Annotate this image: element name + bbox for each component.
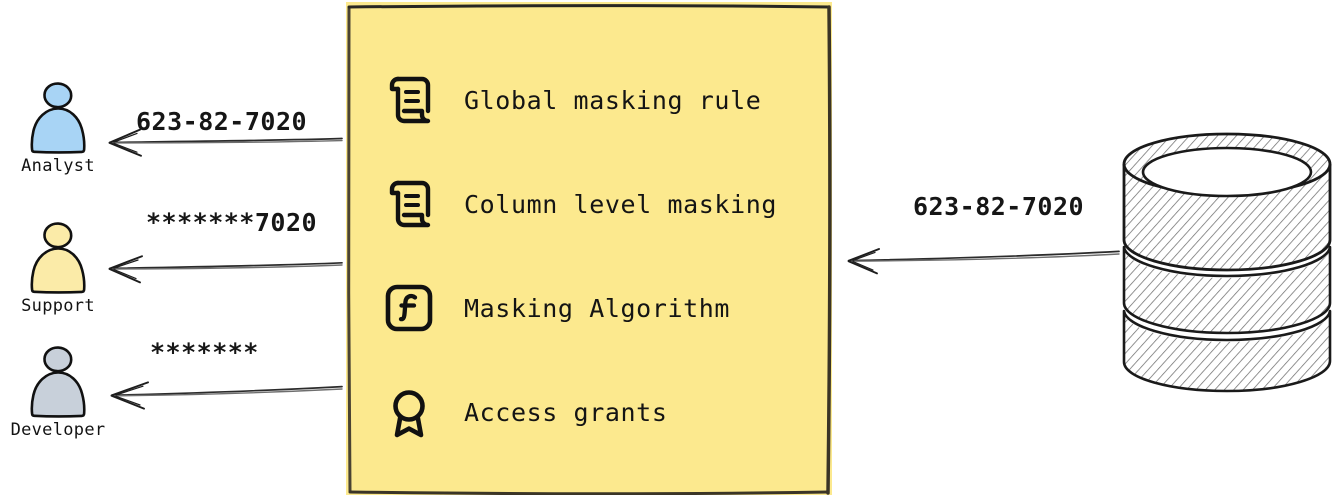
flow-value-support: *******7020 [146,208,318,237]
arrow-to-developer [110,381,343,410]
arrow-from-database [847,248,1120,275]
flow-value-analyst: 623-82-7020 [136,107,308,136]
policy-label: Column level masking [464,189,778,219]
policy-row[interactable]: Column level masking [346,152,832,256]
person-icon [30,82,86,154]
person-icon [30,346,86,418]
policy-label: Global masking rule [464,85,762,115]
policy-label: Masking Algorithm [464,293,731,323]
award-icon [393,390,425,438]
masking-policy-panel: Global masking rule Column level masking [346,2,832,495]
flow-value-source: 623-82-7020 [913,192,1085,221]
policy-label: Access grants [464,397,668,427]
function-icon [385,284,433,332]
policy-list: Global masking rule Column level masking [346,2,832,495]
policy-row[interactable]: Access grants [346,360,832,464]
arrow-to-support [108,255,343,284]
arrow-to-analyst [108,128,343,157]
database-cylinder [1122,132,1332,393]
person-icon [30,222,86,294]
policy-row[interactable]: Global masking rule [346,48,832,152]
database-icon [1120,118,1334,400]
actor-developer: Developer [0,338,118,439]
actor-label: Support [21,296,95,316]
actor-support: Support [0,214,118,315]
actor-label: Analyst [21,156,95,176]
actor-label: Developer [10,420,106,440]
actor-analyst: Analyst [0,74,118,175]
policy-row[interactable]: Masking Algorithm [346,256,832,360]
scroll-icon [389,180,431,228]
scroll-icon [389,76,431,124]
flow-value-developer: ******* [150,338,259,367]
